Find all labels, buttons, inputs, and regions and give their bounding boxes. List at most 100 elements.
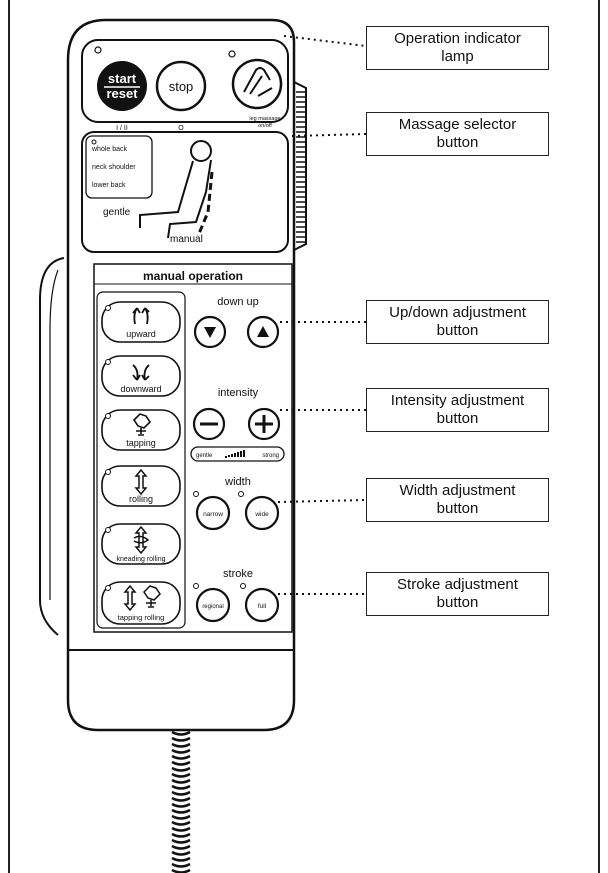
stop-caption: O: [178, 125, 184, 132]
leader-width: [277, 499, 367, 503]
downward-arrows-icon: [132, 364, 150, 381]
tapping-hand-icon: [132, 413, 152, 436]
rolling-button[interactable]: rolling: [101, 465, 181, 507]
wide-label: wide: [254, 511, 269, 518]
frame-right-edge: [598, 0, 600, 873]
kneading-rolling-label: kneading rolling: [116, 556, 165, 563]
massage-selector-button[interactable]: [85, 135, 153, 199]
wide-button[interactable]: wide: [244, 495, 280, 531]
kneading-rolling-icon: [133, 525, 150, 555]
leader-lines: [277, 35, 367, 595]
cord-coil: [171, 826, 191, 832]
upward-arrows-icon: [132, 307, 150, 325]
leader-operation-lamp: [283, 35, 367, 47]
cord-coil: [171, 748, 191, 754]
width-label: width: [224, 476, 251, 488]
selector-lamp: [91, 139, 97, 145]
callout-width-adjustment-button: Width adjustment button: [366, 478, 549, 522]
narrow-button[interactable]: narrow: [195, 495, 231, 531]
rolling-arrow-icon: [134, 468, 148, 496]
cord-coil: [171, 784, 191, 790]
callout-line: Intensity adjustment: [390, 392, 525, 409]
down-up-label: down up: [217, 296, 259, 308]
callout-massage-selector-button: Massage selector button: [366, 112, 549, 156]
intensity-strong-label: strong: [262, 453, 279, 459]
tapping-label: tapping: [126, 438, 156, 448]
callout-line: Stroke adjustment: [397, 576, 518, 593]
kneading-rolling-button[interactable]: kneading rolling: [101, 523, 181, 565]
selector-option-lower-back: lower back: [92, 182, 126, 189]
cord-coil: [171, 808, 191, 814]
callout-line: Width adjustment: [399, 482, 516, 499]
frame-left-edge: [8, 0, 10, 873]
manual-operation-title: manual operation: [143, 269, 243, 283]
upward-label: upward: [126, 329, 156, 339]
callout-line: Massage selector: [398, 116, 517, 133]
callout-stroke-adjustment-button: Stroke adjustment button: [366, 572, 549, 616]
plus-icon: [255, 415, 273, 433]
up-button[interactable]: [246, 315, 280, 349]
cord-coil: [171, 772, 191, 778]
cord-coil: [171, 760, 191, 766]
selector-manual-label: manual: [170, 234, 203, 245]
downward-button[interactable]: downward: [101, 355, 181, 397]
regional-label: regional: [202, 604, 223, 610]
start-reset-button[interactable]: start reset: [97, 61, 147, 111]
cord-coil: [171, 766, 191, 772]
leader-massage-selector: [291, 133, 367, 137]
cord-coil: [171, 778, 191, 784]
callout-line: button: [436, 594, 479, 611]
tapping-rolling-button[interactable]: tapping rolling: [101, 581, 181, 625]
tapping-rolling-icon: [123, 584, 161, 612]
intensity-gentle-label: gentle: [196, 453, 213, 459]
cord-coil: [171, 862, 191, 868]
indicator-lamp: [94, 46, 102, 54]
callout-line: button: [436, 134, 479, 151]
full-button[interactable]: full: [244, 587, 280, 623]
selector-option-whole-back: whole back: [91, 146, 128, 153]
cord-coil: [171, 856, 191, 862]
start-label: start: [108, 71, 137, 86]
width-lamp: [238, 491, 244, 497]
stroke-lamp: [193, 583, 199, 589]
stroke-lamp: [240, 583, 246, 589]
cord-coil: [171, 820, 191, 826]
stop-label: stop: [169, 79, 194, 94]
intensity-scale: gentle strong: [190, 446, 285, 462]
down-triangle-icon: [204, 327, 216, 338]
full-label: full: [258, 603, 267, 610]
leg-massage-button[interactable]: [231, 58, 283, 110]
cord-coil: [171, 850, 191, 856]
body-silhouette-icon: [139, 140, 214, 239]
regional-button[interactable]: regional: [195, 587, 231, 623]
callout-line: Operation indicator: [394, 30, 521, 47]
upward-button[interactable]: upward: [101, 301, 181, 343]
selector-gentle-label: gentle: [103, 207, 131, 218]
intensity-level-bars: [225, 450, 245, 458]
tapping-button[interactable]: tapping: [101, 409, 181, 451]
callout-line: lamp: [441, 48, 474, 65]
stop-button[interactable]: stop: [155, 60, 207, 112]
cord-coil: [171, 802, 191, 808]
intensity-label: intensity: [218, 387, 259, 399]
cord-coil: [171, 790, 191, 796]
callout-line: Up/down adjustment: [389, 304, 526, 321]
callout-line: button: [436, 322, 479, 339]
cord-coil: [171, 838, 191, 844]
remote-cord: [170, 728, 192, 873]
cord-coil: [171, 736, 191, 742]
cord-coil: [171, 844, 191, 850]
up-triangle-icon: [257, 326, 269, 337]
intensity-plus-button[interactable]: [247, 407, 281, 441]
cord-coil: [171, 754, 191, 760]
hand-cover-outline: [39, 257, 65, 636]
down-button[interactable]: [193, 315, 227, 349]
cord-coil: [171, 814, 191, 820]
rolling-label: rolling: [129, 494, 153, 504]
intensity-minus-button[interactable]: [192, 407, 226, 441]
callout-up-down-adjustment-button: Up/down adjustment button: [366, 300, 549, 344]
cord-coil: [171, 742, 191, 748]
callout-intensity-adjustment-button: Intensity adjustment button: [366, 388, 549, 432]
tapping-rolling-label: tapping rolling: [118, 613, 165, 622]
